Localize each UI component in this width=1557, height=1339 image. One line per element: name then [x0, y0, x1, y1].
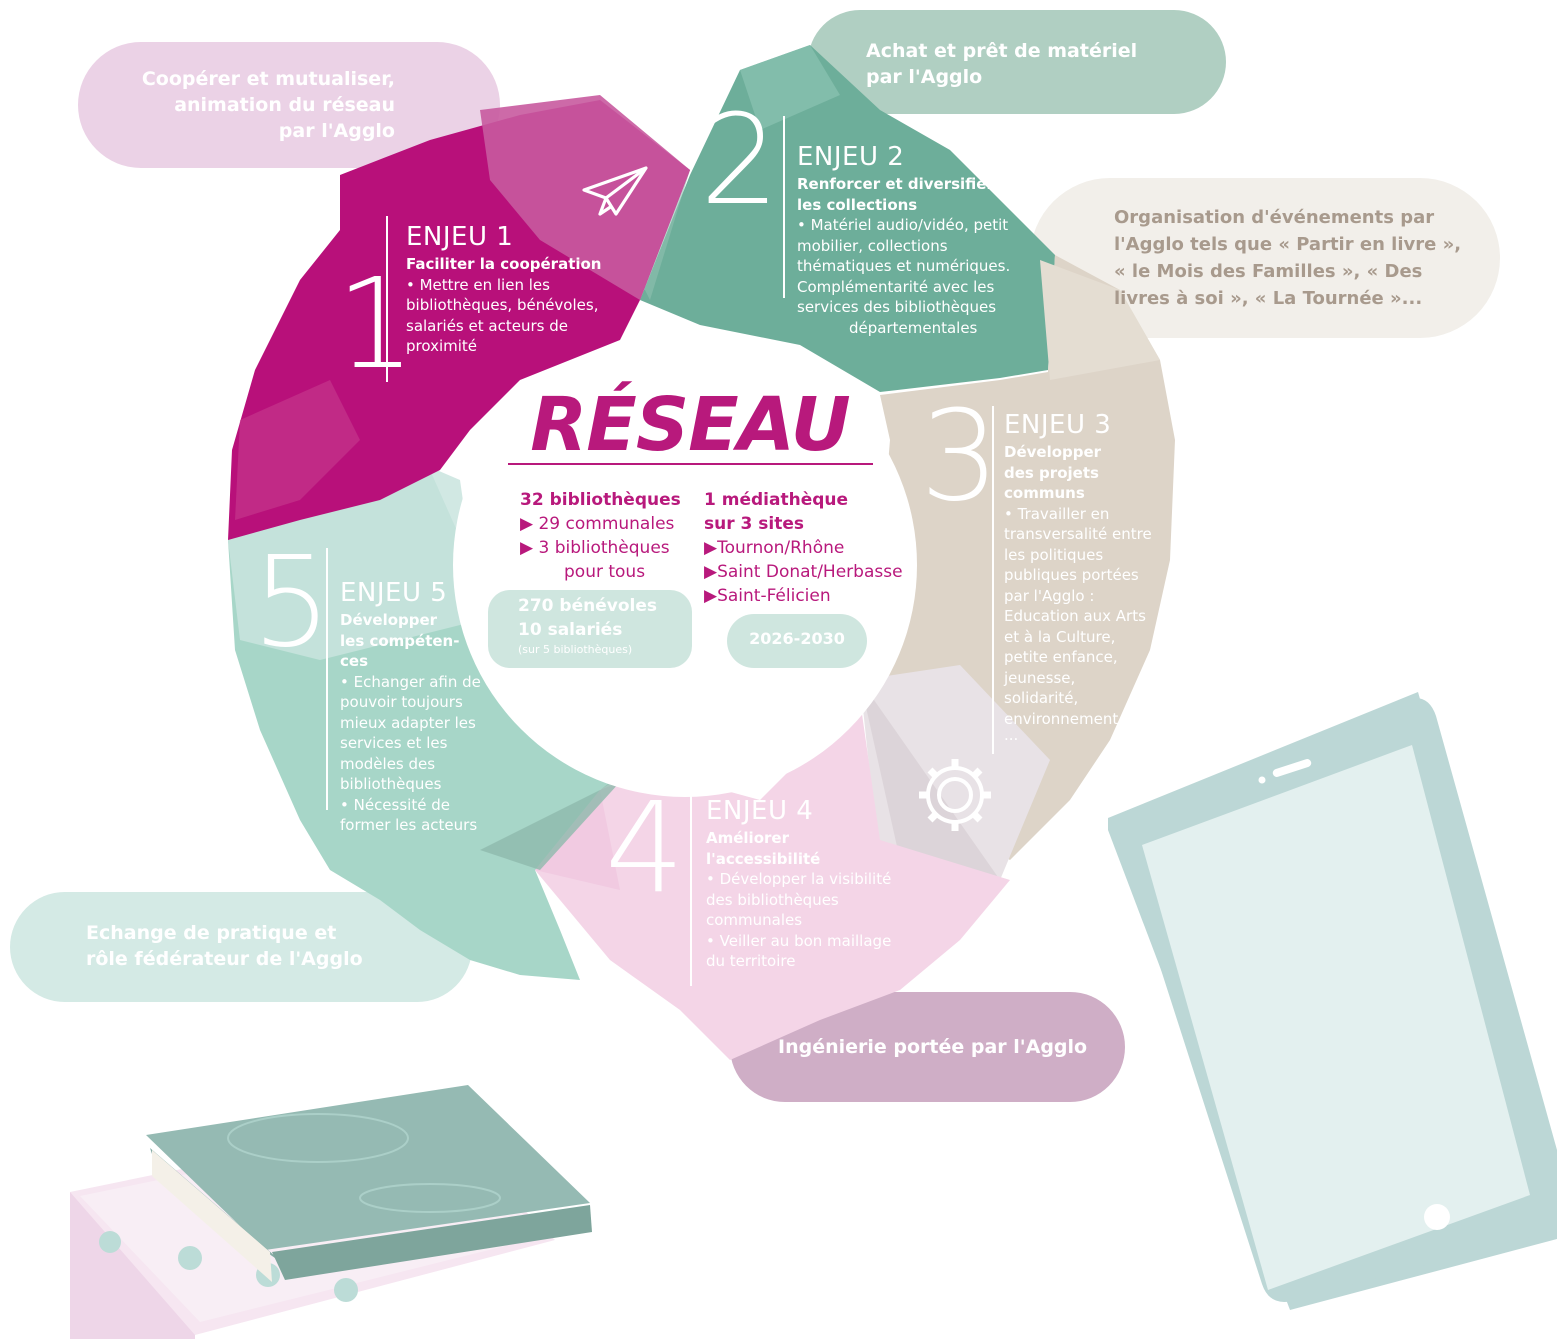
triangle-bullet-icon: ▶ [704, 538, 718, 558]
center-title: RÉSEAU [530, 382, 850, 468]
bibliotheques-stats: 32 bibliothèques ▶ 29 communales ▶ 3 bib… [520, 490, 681, 582]
enjeu-5-number: 5 [252, 530, 332, 675]
enjeu-4-divider [690, 796, 692, 986]
bubble-echange: Echange de pratique et rôle fédérateur d… [86, 922, 363, 970]
bubble-achat: Achat et prêt de matériel par l'Agglo [866, 40, 1138, 88]
list-item: ▶Saint-Félicien [704, 586, 831, 606]
tablet-illustration [1108, 692, 1557, 1310]
triangle-bullet-icon: ▶ [704, 586, 718, 606]
list-item: ▶Tournon/Rhône [704, 538, 845, 558]
segment-enjeu-2 [640, 45, 1055, 392]
enjeu-5-title: ENJEU 5 [340, 578, 448, 608]
gear-icon [919, 759, 991, 831]
list-item: ▶ 29 communales [520, 514, 675, 534]
enjeu-3-number: 3 [920, 384, 1000, 529]
enjeu-4-title: ENJEU 4 [706, 796, 814, 826]
bubble-echange-shape [10, 892, 472, 1002]
enjeu-1-subtitle: Faciliter la coopération [406, 255, 602, 273]
books-illustration [70, 1085, 592, 1339]
triangle-bullet-icon: ▶ [704, 562, 718, 582]
enjeu-3-divider [992, 406, 994, 754]
enjeu-1-block: ENJEU 1 Faciliter la coopération • Mettr… [406, 222, 602, 355]
bubble-ingenierie: Ingénierie portée par l'Agglo [778, 1036, 1088, 1058]
bubble-achat-shape [808, 10, 1226, 114]
paper-plane-icon [582, 166, 648, 216]
enjeu-3-title: ENJEU 3 [1004, 410, 1112, 440]
enjeu-1-number: 1 [336, 252, 416, 397]
bubble-evenements: Organisation d'événements par l'Agglo te… [1114, 207, 1462, 309]
bubble-cooperer-shape [78, 42, 500, 168]
enjeu-2-title: ENJEU 2 [797, 142, 905, 172]
triangle-bullet-icon: ▶ [520, 514, 534, 534]
triangle-bullet-icon: ▶ [520, 538, 534, 558]
center-divider [508, 463, 873, 465]
list-item: ▶Saint Donat/Herbasse [704, 562, 903, 582]
enjeu-4-number: 4 [605, 776, 685, 921]
bubble-evenements-shape [1030, 178, 1500, 338]
staff-badge: 270 bénévoles 10 salariés (sur 5 bibliot… [488, 590, 692, 668]
enjeu-3-block: ENJEU 3 Développer des projets communs •… [1004, 410, 1152, 744]
enjeu-1-divider [386, 216, 388, 382]
bubble-cooperer: Coopérer et mutualiser, animation du rés… [141, 68, 395, 142]
period-badge: 2026-2030 [727, 614, 867, 668]
enjeu-2-number: 2 [700, 88, 780, 233]
list-item: ▶ 3 bibliothèques [520, 538, 670, 558]
enjeu-5-block: ENJEU 5 Développer les compéten- ces • E… [340, 578, 481, 834]
enjeu-2-divider [783, 116, 785, 298]
enjeu-1-title: ENJEU 1 [406, 222, 514, 252]
mediatheque-stats: 1 médiathèque sur 3 sites ▶Tournon/Rhône… [704, 490, 903, 606]
center-circle [453, 333, 917, 797]
enjeu-2-block: ENJEU 2 Renforcer et diversifier les col… [797, 142, 1011, 337]
enjeu-4-block: ENJEU 4 Améliorer l'accessibilité • Déve… [706, 796, 892, 970]
enjeu-5-divider [326, 548, 328, 810]
bubble-ingenierie-shape [730, 992, 1125, 1102]
